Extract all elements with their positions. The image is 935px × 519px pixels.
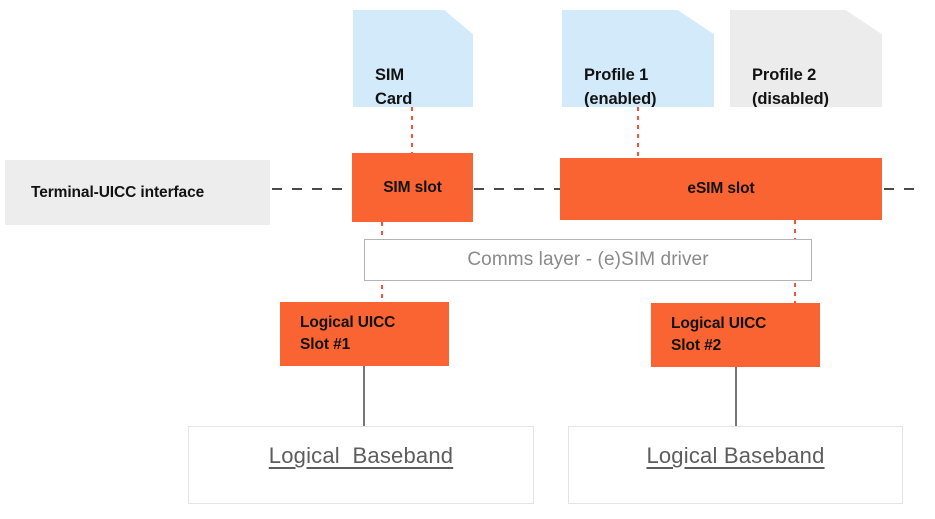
sim-slot-box[interactable]: SIM slot: [352, 153, 473, 222]
bus-segment-right: [884, 188, 914, 190]
esim-slot-box[interactable]: eSIM slot: [560, 158, 882, 220]
logical-baseband-2-box[interactable]: Logical Baseband: [568, 426, 903, 504]
connector-sim-card-to-sim-slot: [411, 107, 413, 153]
esim-slot-label: eSIM slot: [687, 180, 755, 197]
profile-2-label: Profile 2 (disabled): [752, 65, 829, 108]
connector-uicc-slot-2-to-baseband-2: [735, 367, 737, 427]
comms-layer-label: Comms layer - (e)SIM driver: [467, 249, 709, 270]
logical-uicc-slot-2-box[interactable]: Logical UICC Slot #2: [651, 303, 820, 367]
profile-1-node[interactable]: Profile 1 (enabled): [562, 10, 714, 107]
terminal-uicc-interface-box[interactable]: Terminal-UICC interface: [5, 160, 270, 225]
terminal-uicc-interface-label: Terminal-UICC interface: [31, 183, 205, 201]
logical-baseband-2-label: Logical Baseband: [646, 443, 825, 468]
bus-segment-left: [272, 188, 352, 190]
sim-card-label: SIM Card: [375, 65, 413, 108]
logical-uicc-slot-1-label: Logical UICC Slot #1: [300, 314, 396, 353]
bus-segment-middle: [474, 188, 560, 190]
profile-2-node[interactable]: Profile 2 (disabled): [730, 10, 882, 107]
logical-baseband-1-label: Logical Baseband: [268, 443, 454, 468]
comms-layer-box[interactable]: Comms layer - (e)SIM driver: [364, 239, 812, 281]
logical-baseband-1-box[interactable]: Logical Baseband: [188, 426, 534, 504]
sim-slot-label: SIM slot: [383, 178, 442, 196]
sim-card-node[interactable]: SIM Card: [353, 10, 473, 107]
connector-profile1-to-esim-slot: [637, 107, 639, 159]
logical-uicc-slot-1-box[interactable]: Logical UICC Slot #1: [280, 302, 449, 366]
profile-1-label: Profile 1 (enabled): [584, 65, 657, 108]
logical-uicc-slot-2-label: Logical UICC Slot #2: [671, 315, 767, 354]
connector-uicc-slot-1-to-baseband-1: [363, 366, 365, 427]
